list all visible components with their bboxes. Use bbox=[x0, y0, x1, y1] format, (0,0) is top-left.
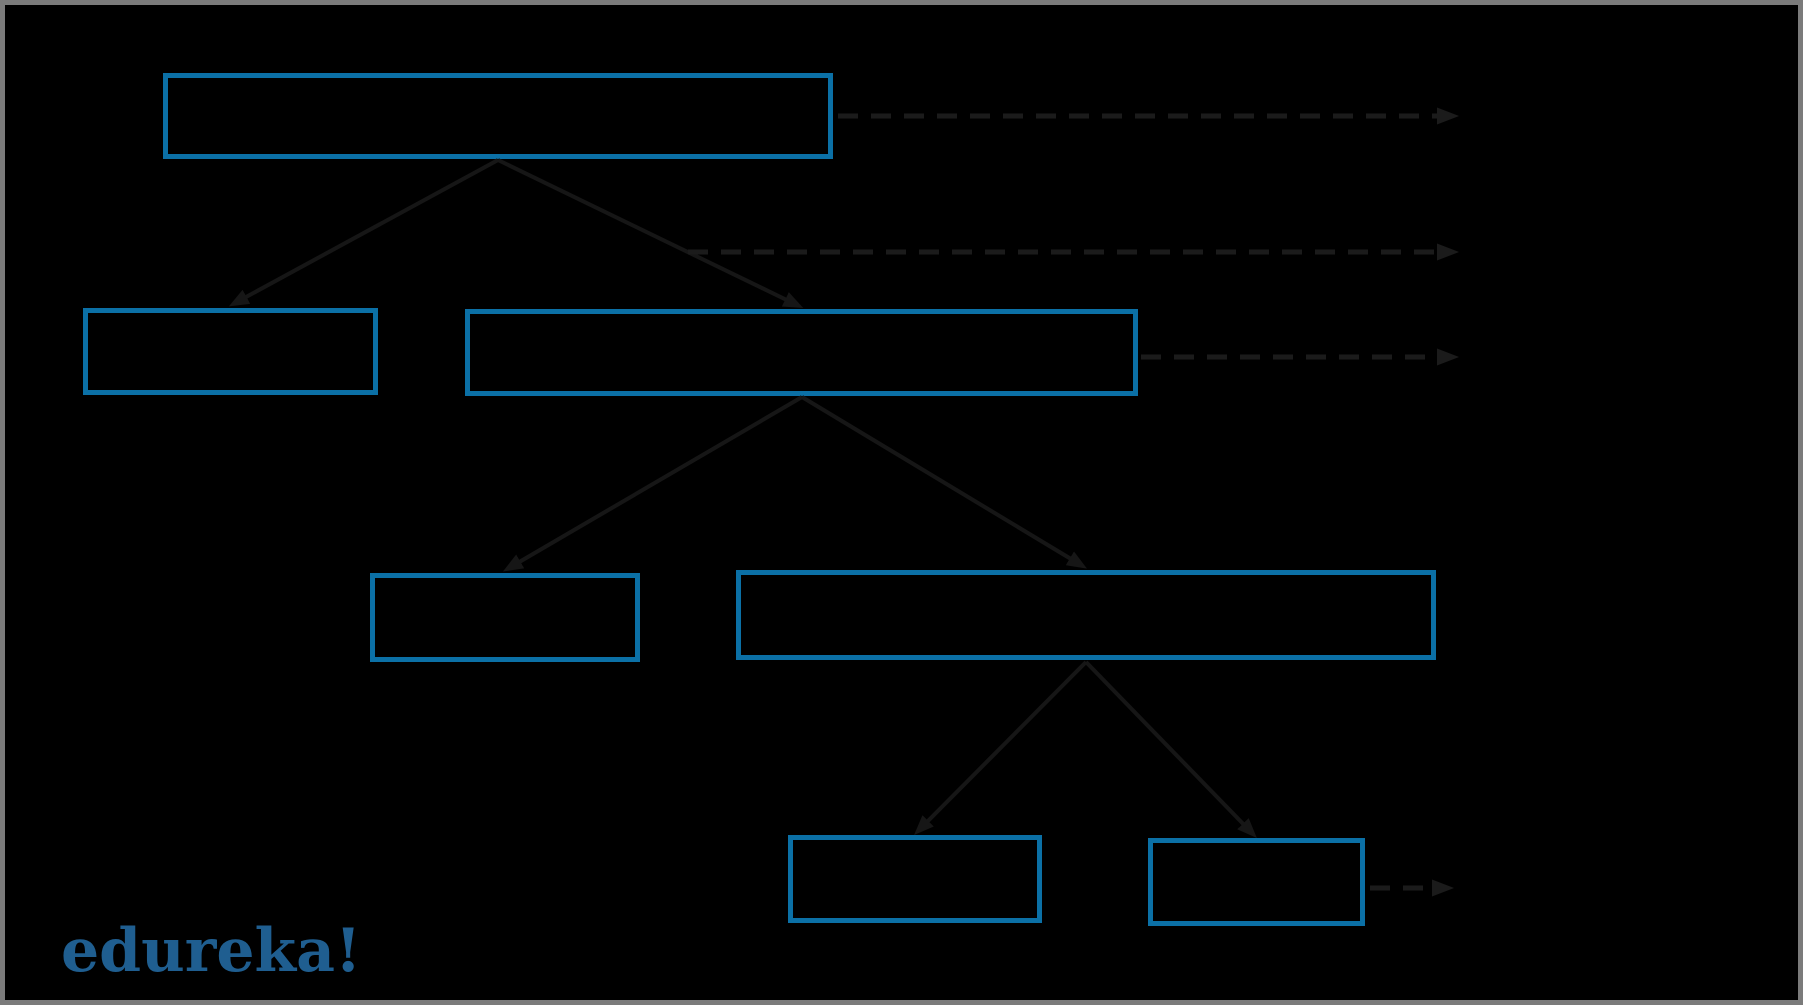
tree-node-level2-right-label bbox=[470, 314, 1133, 391]
edge-level2-to-level3-right-arrow bbox=[800, 395, 1087, 569]
edge-root-to-level2-left-arrow bbox=[228, 158, 499, 307]
tree-node-root bbox=[163, 73, 833, 159]
edge-level3-to-level4-right-arrow bbox=[1084, 660, 1257, 839]
tree-node-level2-right bbox=[465, 309, 1138, 396]
tree-node-level3-left-label bbox=[375, 578, 635, 657]
edureka-logo: edureka! bbox=[61, 916, 362, 986]
tree-node-level4-left bbox=[788, 835, 1042, 923]
tree-node-level3-right-label bbox=[741, 575, 1431, 655]
edge-root-to-level2-right-arrow bbox=[497, 158, 804, 309]
tree-node-root-label bbox=[168, 78, 828, 154]
tree-node-level4-right bbox=[1148, 838, 1365, 926]
tree-node-level2-left-label bbox=[88, 313, 373, 390]
tree-node-level3-left bbox=[370, 573, 640, 662]
tree-node-level4-right-label bbox=[1153, 843, 1360, 921]
tree-node-level4-left-label bbox=[793, 840, 1037, 918]
tree-node-level2-left bbox=[83, 308, 378, 395]
tree-node-level3-right bbox=[736, 570, 1436, 660]
edge-level3-to-level4-left-arrow bbox=[914, 660, 1088, 835]
edge-level2-to-level3-left-arrow bbox=[502, 395, 804, 572]
